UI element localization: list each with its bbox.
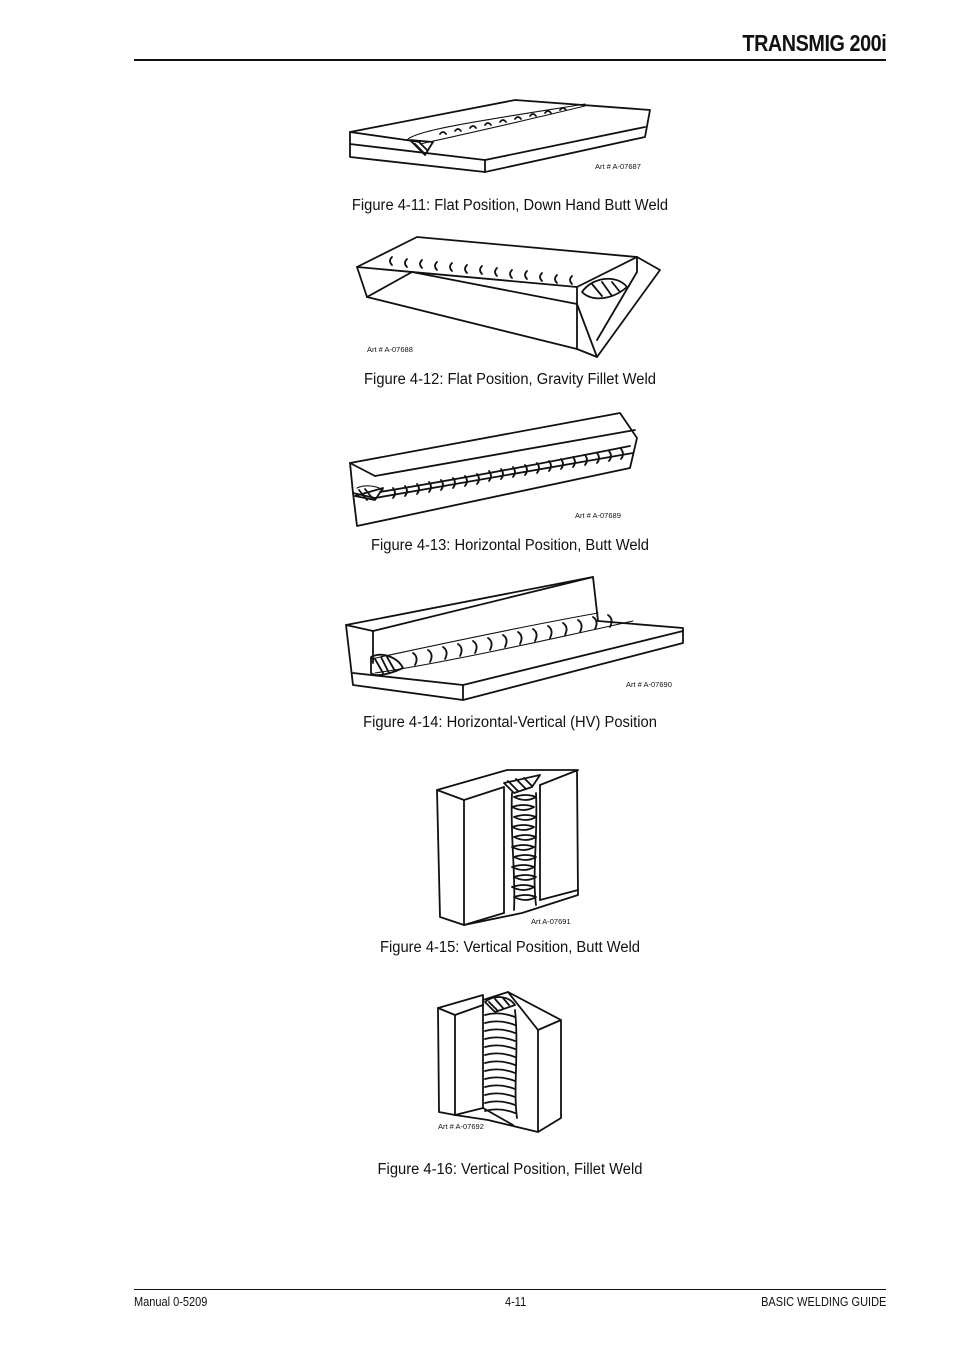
header-rule	[134, 59, 886, 61]
figure-4-16-caption: Figure 4-16: Vertical Position, Fillet W…	[377, 1161, 643, 1178]
figure-4-13-caption: Figure 4-13: Horizontal Position, Butt W…	[370, 537, 649, 554]
art-number: Art # A-07690	[626, 680, 672, 689]
figure-4-15-caption: Figure 4-15: Vertical Position, Butt Wel…	[379, 939, 641, 956]
art-number: Art # A-07692	[438, 1122, 484, 1131]
footer-manual-number: Manual 0-5209	[134, 1295, 208, 1309]
footer-rule	[134, 1289, 886, 1290]
art-number: Art A-07691	[531, 917, 571, 926]
figure-4-11-illustration: Art # A-07687	[345, 92, 657, 178]
figure-4-12-caption: Figure 4-12: Flat Position, Gravity Fill…	[364, 371, 656, 388]
figure-4-13-illustration: Art # A-07689	[345, 408, 643, 532]
art-number: Art # A-07687	[595, 162, 641, 171]
art-number: Art # A-07688	[367, 345, 413, 354]
figure-4-11-caption: Figure 4-11: Flat Position, Down Hand Bu…	[351, 197, 669, 214]
figure-4-14-caption: Figure 4-14: Horizontal-Vertical (HV) Po…	[363, 714, 657, 731]
footer-section-title: BASIC WELDING GUIDE	[760, 1295, 886, 1309]
figure-4-16-illustration: Art # A-07692	[433, 990, 565, 1135]
figure-4-14-illustration: Art # A-07690	[343, 573, 688, 703]
figure-4-15-illustration: Art A-07691	[432, 765, 582, 931]
figure-4-12-illustration: Art # A-07688	[352, 232, 668, 360]
art-number: Art # A-07689	[575, 511, 621, 520]
footer-page-number: 4-11	[505, 1295, 527, 1309]
header-title: TRANSMIG 200i	[742, 30, 886, 56]
